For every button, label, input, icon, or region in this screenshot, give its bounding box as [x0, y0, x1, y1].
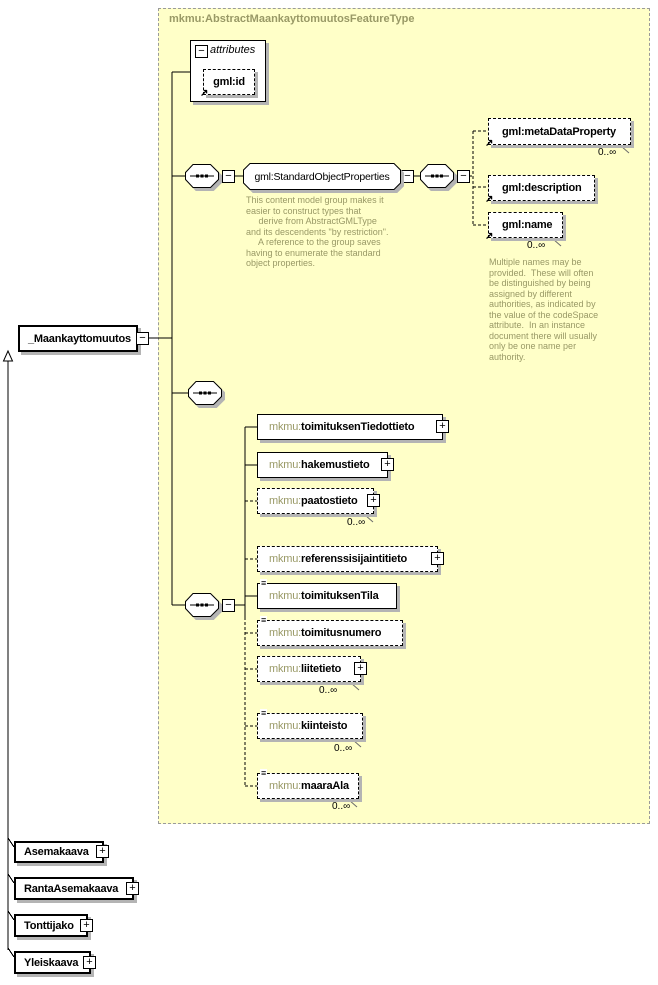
group-annotation: This content model group makes it easier…: [246, 195, 389, 268]
occurrence-label: 0..∞: [334, 743, 353, 754]
collapse-icon[interactable]: −: [222, 599, 235, 612]
reference-arrow-icon: ↗: [485, 231, 494, 242]
element-mkmu-toimituksentila[interactable]: ≡ mkmu:toimituksenTila: [257, 579, 397, 609]
expand-icon[interactable]: +: [83, 955, 96, 969]
expand-icon[interactable]: +: [126, 881, 139, 895]
collapse-icon[interactable]: −: [195, 45, 208, 58]
group-standard-object-properties[interactable]: gml:StandardObjectProperties: [243, 163, 401, 190]
reference-arrow-icon: ↗: [485, 194, 494, 205]
expand-icon[interactable]: +: [436, 420, 449, 433]
substitution-arrowhead: [2, 349, 14, 362]
sequence-icon[interactable]: [185, 593, 219, 617]
element-maankayttomuutos[interactable]: _Maankayttomuutos −: [18, 325, 149, 352]
element-mkmu-paatostieto[interactable]: mkmu:paatostieto +: [257, 488, 380, 514]
sequence-icon[interactable]: [185, 164, 219, 188]
collapse-icon[interactable]: −: [222, 170, 235, 183]
element-yleiskaava[interactable]: Yleiskaava +: [14, 951, 96, 974]
element-mkmu-toimituksentiedottieto[interactable]: mkmu:toimituksenTiedottieto +: [257, 414, 449, 440]
annotation-icon: ≡: [260, 615, 268, 625]
annotation-icon: ≡: [260, 578, 268, 588]
collapse-icon[interactable]: −: [457, 170, 470, 183]
element-tonttijako[interactable]: Tonttijako +: [14, 914, 93, 937]
element-gml-metadataproperty[interactable]: ↗ gml:metaDataProperty: [485, 118, 631, 149]
expand-icon[interactable]: +: [80, 918, 93, 932]
element-asemakaava[interactable]: Asemakaava +: [14, 841, 109, 863]
expand-icon[interactable]: +: [431, 552, 444, 565]
sequence-icon[interactable]: [188, 381, 222, 405]
reference-arrow-icon: ↗: [485, 138, 494, 149]
collapse-icon[interactable]: −: [401, 170, 414, 183]
annotation-icon: ≡: [260, 708, 268, 718]
element-rantaasemakaava[interactable]: RantaAsemakaava +: [14, 877, 139, 900]
element-mkmu-kiinteisto[interactable]: ≡ mkmu:kiinteisto: [257, 709, 363, 739]
expand-icon[interactable]: +: [381, 458, 394, 471]
collapse-icon[interactable]: −: [136, 331, 149, 345]
element-mkmu-hakemustieto[interactable]: mkmu:hakemustieto +: [257, 452, 394, 478]
element-gml-description[interactable]: ↗ gml:description: [485, 175, 595, 205]
element-gml-name[interactable]: ↗ gml:name: [485, 212, 563, 242]
annotation-icon: ≡: [260, 768, 268, 778]
element-mkmu-maaraala[interactable]: ≡ mkmu:maaraAla: [257, 769, 359, 799]
expand-icon[interactable]: +: [96, 845, 109, 858]
occurrence-label: 0..∞: [527, 240, 546, 251]
occurrence-label: 0..∞: [319, 685, 338, 696]
expand-icon[interactable]: +: [354, 662, 367, 675]
gml-name-annotation: Multiple names may be provided. These wi…: [489, 257, 599, 362]
occurrence-label: 0..∞: [332, 801, 351, 812]
complex-type-title: mkmu:AbstractMaankayttomuutosFeatureType: [169, 13, 415, 25]
occurrence-label: 0..∞: [598, 147, 617, 158]
element-mkmu-liitetieto[interactable]: mkmu:liitetieto +: [257, 656, 367, 682]
attributes-block: − attributes ↗ gml:id: [190, 40, 266, 102]
reference-arrow-icon: ↗: [200, 88, 209, 99]
attributes-label: attributes: [210, 44, 256, 56]
element-mkmu-referenssisijaintitieto[interactable]: mkmu:referenssisijaintitieto +: [257, 546, 444, 572]
occurrence-label: 0..∞: [347, 517, 366, 528]
sequence-icon[interactable]: [420, 164, 454, 188]
element-mkmu-toimitusnumero[interactable]: ≡ mkmu:toimitusnumero: [257, 616, 403, 646]
attribute-gml-id[interactable]: ↗ gml:id: [200, 69, 255, 99]
expand-icon[interactable]: +: [367, 494, 380, 507]
